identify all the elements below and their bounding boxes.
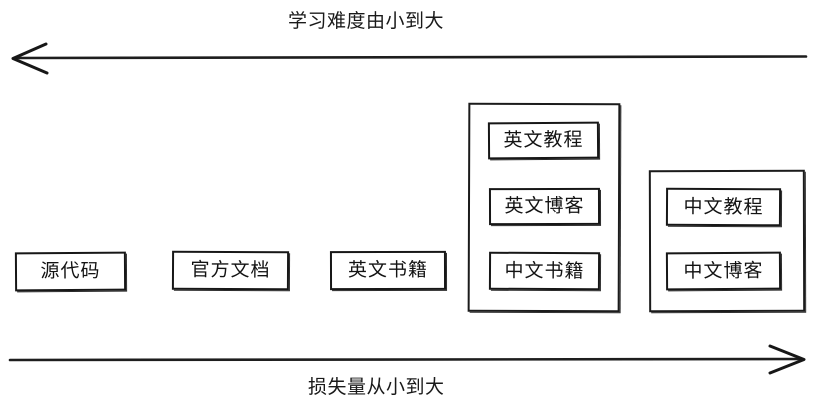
node-label: 官方文档 — [190, 259, 271, 282]
top-axis-label: 学习难度由小到大 — [288, 11, 445, 32]
node-label: 源代码 — [40, 260, 101, 283]
node-box-chinese-tutorials[interactable]: 中文教程 — [665, 187, 782, 227]
node-box-chinese-blogs[interactable]: 中文博客 — [665, 251, 782, 291]
node-box-source-code[interactable]: 源代码 — [14, 251, 127, 292]
node-label: 中文书籍 — [504, 260, 585, 282]
node-box-chinese-books[interactable]: 中文书籍 — [488, 251, 601, 291]
node-box-english-tutorials[interactable]: 英文教程 — [487, 121, 600, 160]
node-label: 英文教程 — [503, 129, 584, 152]
right-arrow-icon — [8, 344, 806, 375]
left-arrow-icon — [11, 42, 808, 75]
node-label: 英文博客 — [504, 195, 585, 218]
node-box-english-blogs[interactable]: 英文博客 — [488, 187, 601, 226]
bottom-axis-label: 损失量从小到大 — [308, 377, 445, 398]
node-label: 英文书籍 — [347, 259, 429, 282]
node-box-english-books[interactable]: 英文书籍 — [329, 250, 447, 291]
node-label: 中文教程 — [683, 196, 764, 218]
node-label: 中文博客 — [683, 260, 764, 282]
node-box-official-docs[interactable]: 官方文档 — [171, 250, 290, 291]
